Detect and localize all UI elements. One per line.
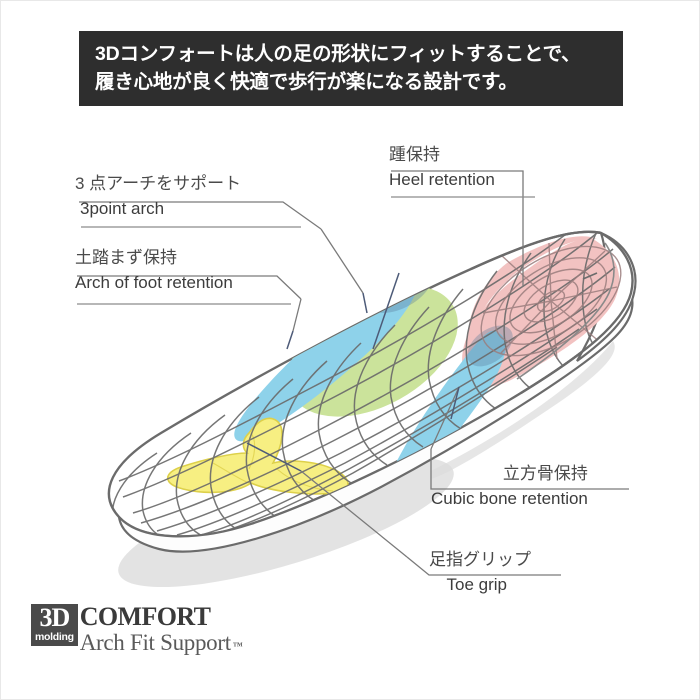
logo-3d-text: 3D: [39, 603, 70, 632]
region-center-green: [288, 285, 458, 417]
callout-cubic-bone-retention-en: Cubic bone retention: [431, 489, 588, 509]
pointer-arch: [286, 330, 294, 350]
headline-line-1: 3Dコンフォートは人の足の形状にフィットすることで、: [95, 42, 581, 65]
logo-comfort-text: COMFORT: [79, 602, 211, 631]
headline-line-2: 履き心地が良く快適で歩行が楽になる設計です。: [95, 70, 518, 93]
logo-trademark-symbol: ™: [232, 641, 243, 653]
callout-3point-arch-jp: 3 点アーチをサポート: [75, 174, 242, 193]
callout-heel-retention-en: Heel retention: [389, 170, 495, 190]
leader-toe-line: [300, 470, 408, 558]
logo-wordmark: COMFORT Arch Fit Support ™: [80, 604, 243, 655]
leader-cubic-line: [430, 386, 460, 450]
heel-inner-rim: [516, 242, 615, 380]
callout-arch-of-foot: 土踏まず保持 Arch of foot retention: [75, 247, 233, 294]
region-overlap-shading: [364, 259, 513, 367]
callout-toe-grip-en: Toe grip: [446, 575, 507, 595]
region-heel-pink: [462, 236, 620, 387]
pointer-center-green: [372, 272, 400, 350]
pointer-cubic: [450, 386, 460, 420]
heel-cup-mesh: [480, 242, 622, 360]
brand-logo: 3D molding COMFORT Arch Fit Support ™: [31, 604, 243, 655]
leader-line-group: [77, 170, 629, 576]
callout-heel-retention: 踵保持 Heel retention: [389, 144, 495, 191]
logo-tagline-row: Arch Fit Support ™: [79, 630, 243, 655]
heel-notch-mark: [582, 272, 598, 280]
callout-3point-arch: 3 点アーチをサポート 3point arch: [75, 173, 241, 220]
region-toe-yellow: [166, 417, 349, 495]
callout-arch-of-foot-en: Arch of foot retention: [75, 273, 233, 293]
callout-arch-of-foot-jp: 土踏まず保持: [75, 248, 177, 267]
logo-arch-fit-support-text: Arch Fit Support: [79, 630, 231, 655]
callout-cubic-bone-retention: 立方骨保持 Cubic bone retention: [431, 463, 588, 510]
region-arch-blue: [234, 260, 420, 442]
logo-molding-text: molding: [35, 630, 74, 643]
pointer-toe: [246, 442, 302, 472]
headline-banner: 3Dコンフォートは人の足の形状にフィットすることで、 履き心地が良く快適で歩行が…: [79, 31, 623, 106]
region-pointer-stubs: [246, 272, 460, 472]
support-zone-group: [166, 236, 620, 499]
leader-arch-line: [292, 298, 302, 332]
callout-3point-arch-en: 3point arch: [80, 199, 165, 219]
callout-cubic-bone-retention-jp: 立方骨保持: [502, 464, 588, 483]
pointer-3point: [362, 292, 368, 314]
logo-3d-molding-badge: 3D molding: [31, 603, 78, 647]
leader-3point-line: [320, 228, 364, 294]
callout-toe-grip-jp: 足指グリップ: [429, 550, 531, 569]
callout-heel-retention-jp: 踵保持: [389, 145, 440, 164]
heel-rim: [470, 230, 634, 395]
callout-toe-grip: 足指グリップ Toe grip: [429, 549, 531, 596]
